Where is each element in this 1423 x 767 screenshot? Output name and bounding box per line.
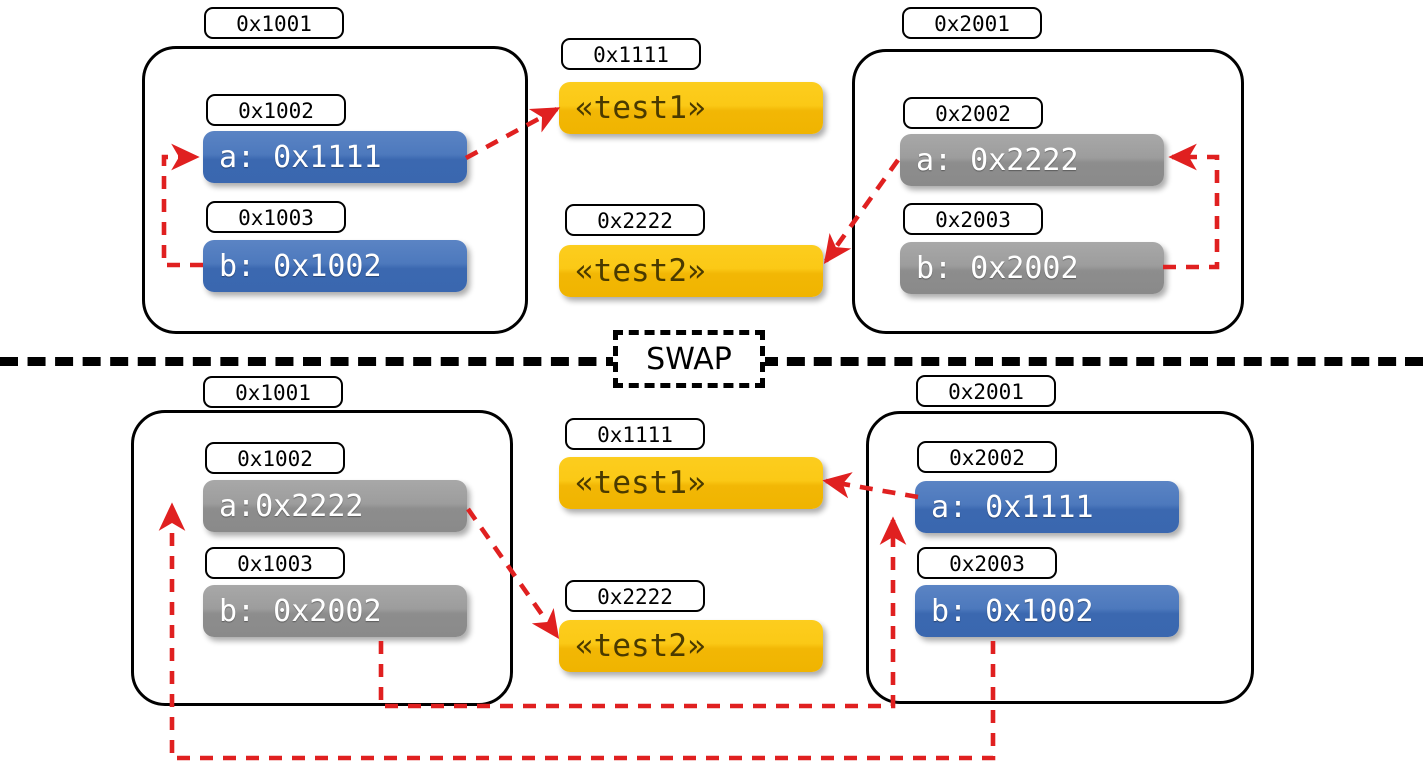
before-middle-slot1-address: 0x2222: [565, 204, 705, 236]
before-middle-slot1: «test2»: [559, 245, 823, 297]
after-right-slot0-address: 0x2002: [917, 441, 1057, 473]
before-right-frame-address: 0x2001: [902, 7, 1042, 39]
before-middle-slot0: «test1»: [559, 82, 823, 134]
after-left-slot1-address: 0x1003: [205, 547, 345, 579]
swap-label: SWAP: [613, 330, 765, 388]
after-right-slot0: a: 0x1111: [915, 481, 1179, 533]
before-middle-slot0-address: 0x1111: [561, 38, 701, 70]
before-left-slot0-address: 0x1002: [206, 94, 346, 126]
before-right-slot1-address: 0x2003: [903, 203, 1043, 235]
after-middle-slot1-address: 0x2222: [565, 580, 705, 612]
before-left-slot1-address: 0x1003: [206, 201, 346, 233]
before-left-slot1: b: 0x1002: [203, 240, 467, 292]
swap-divider-right: [760, 357, 1423, 366]
before-left-slot0: a: 0x1111: [203, 131, 467, 183]
after-middle-slot0: «test1»: [559, 457, 823, 509]
before-left-frame-address: 0x1001: [204, 7, 344, 39]
after-right-slot1-address: 0x2003: [917, 547, 1057, 579]
after-left-slot0-address: 0x1002: [205, 442, 345, 474]
after-right-frame-address: 0x2001: [916, 375, 1056, 407]
swap-divider-left: [0, 357, 624, 366]
after-right-slot1: b: 0x1002: [915, 585, 1179, 637]
after-left-frame-address: 0x1001: [203, 376, 343, 408]
after-middle-slot0-address: 0x1111: [565, 418, 705, 450]
before-right-slot0: a: 0x2222: [900, 134, 1164, 186]
before-right-slot1: b: 0x2002: [900, 242, 1164, 294]
after-left-slot0: a:0x2222: [203, 480, 467, 532]
before-right-slot0-address: 0x2002: [903, 97, 1043, 129]
after-left-slot1: b: 0x2002: [203, 585, 467, 637]
after-middle-slot1: «test2»: [559, 620, 823, 672]
